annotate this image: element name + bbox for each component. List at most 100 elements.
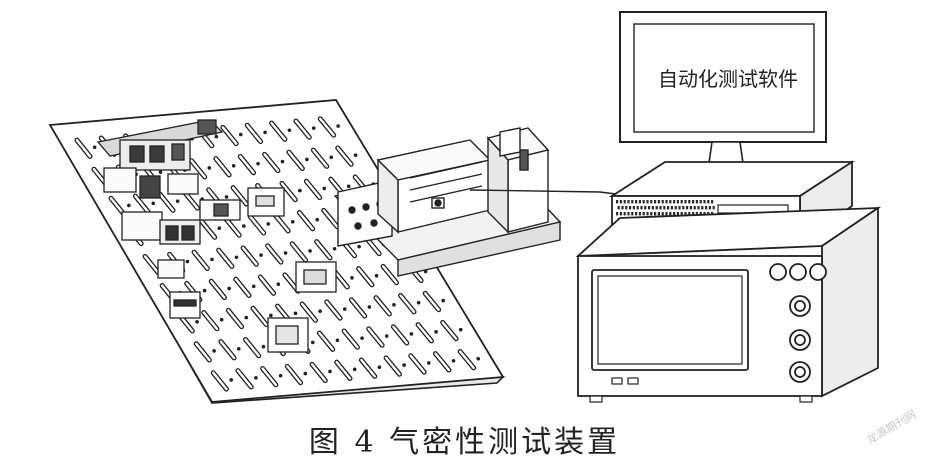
plate-hole	[256, 161, 260, 166]
host-vent	[708, 206, 711, 210]
plate-slot-inner	[266, 244, 283, 264]
plate-hole	[244, 315, 249, 320]
plate-hole	[346, 184, 351, 189]
plate-hole	[254, 376, 258, 380]
plate-slot-inner	[441, 321, 458, 340]
plate-slot-inner	[312, 148, 328, 168]
plate-hole	[231, 163, 236, 168]
plate-slot-inner	[75, 138, 92, 158]
plate-slot-inner	[214, 157, 231, 177]
plate-slot-inner	[360, 358, 376, 378]
host-vent	[703, 200, 706, 204]
host-vent	[665, 200, 668, 204]
plate-hole	[126, 203, 131, 208]
plate-slot-inner	[221, 126, 238, 145]
host-vent	[631, 200, 634, 204]
plate-slot-inner	[357, 267, 374, 287]
plate-slot-inner	[367, 327, 384, 347]
plate-hole	[377, 365, 382, 370]
host-vent	[650, 212, 653, 216]
plate-slot-inner	[290, 242, 307, 262]
host-vent	[711, 200, 714, 204]
plate-hole	[329, 155, 334, 160]
plate-hole	[322, 186, 327, 191]
host-vent	[676, 200, 679, 204]
host-vent	[667, 206, 670, 210]
host-vent	[692, 200, 695, 204]
host-vent	[688, 200, 691, 204]
host-vent	[646, 200, 649, 204]
plate-slot-inner	[335, 360, 352, 380]
plate-hole	[227, 286, 231, 291]
plate-hole	[259, 253, 263, 257]
plate-hole	[342, 307, 347, 311]
plate-slot-inner	[298, 211, 314, 231]
plate-hole	[392, 303, 396, 307]
cylinder-block-icon	[333, 127, 562, 277]
host-vent	[638, 200, 641, 204]
host-vent	[657, 212, 660, 216]
plate-slot-inner	[300, 302, 317, 322]
plate-slot-inner	[219, 340, 236, 360]
plate-hole	[185, 259, 190, 264]
host-vent	[682, 206, 685, 210]
host-vent	[695, 212, 698, 216]
host-vent	[684, 200, 687, 204]
host-vent	[701, 206, 704, 210]
plate-slot-inner	[259, 275, 275, 295]
host-vent	[669, 212, 672, 216]
plate-hole	[328, 369, 332, 374]
plate-slot-inner	[318, 331, 334, 351]
host-vent	[650, 200, 653, 204]
plate-hole	[236, 346, 241, 351]
plate-slot-inner	[192, 251, 209, 270]
host-vent	[631, 212, 634, 216]
host-vent	[640, 206, 643, 210]
plate-hole	[287, 128, 292, 133]
host-vent	[642, 200, 645, 204]
plate-hole	[441, 298, 446, 303]
plate-hole	[266, 222, 271, 226]
plate-hole	[175, 199, 180, 204]
plate-hole	[278, 373, 283, 378]
plate-hole	[315, 217, 320, 222]
plate-slot-inner	[416, 323, 433, 343]
plate-slot-inner	[241, 246, 258, 266]
plate-slot-inner	[194, 342, 211, 362]
plate-slot-inner	[239, 155, 255, 174]
plate-hole	[217, 226, 222, 230]
plate-slot-inner	[249, 215, 265, 235]
plate-hole	[409, 332, 414, 336]
plate-slot-inner	[212, 371, 228, 391]
host-vent	[644, 206, 647, 210]
host-vent	[684, 212, 687, 216]
plate-hole	[350, 276, 354, 280]
plate-slot-inner	[322, 209, 339, 228]
plate-hole	[335, 338, 340, 343]
plate-hole	[224, 195, 229, 199]
plate-slot-inner	[287, 151, 304, 170]
host-vent	[712, 206, 715, 210]
host-vent	[627, 212, 630, 216]
plate-slot-inner	[134, 194, 150, 214]
plate-hole	[238, 132, 243, 137]
host-vent	[678, 206, 681, 210]
host-vent	[695, 200, 698, 204]
figure-caption: 图 4 气密性测试装置	[308, 426, 621, 460]
plate-slot-inner	[190, 159, 206, 179]
plate-slot-inner	[273, 213, 290, 233]
plate-slot-inner	[231, 186, 248, 206]
host-vent	[699, 200, 702, 204]
host-vent	[619, 200, 622, 204]
plate-hole	[210, 257, 214, 262]
plate-slot-inner	[409, 354, 426, 374]
plate-slot-inner	[310, 363, 327, 382]
host-vent	[616, 200, 619, 204]
host-vent	[673, 200, 676, 204]
plate-slot-inner	[286, 365, 302, 384]
plate-slot-inner	[143, 255, 160, 274]
plate-slot-inner	[384, 356, 401, 376]
plate-hole	[353, 153, 358, 157]
host-vent	[705, 206, 708, 210]
